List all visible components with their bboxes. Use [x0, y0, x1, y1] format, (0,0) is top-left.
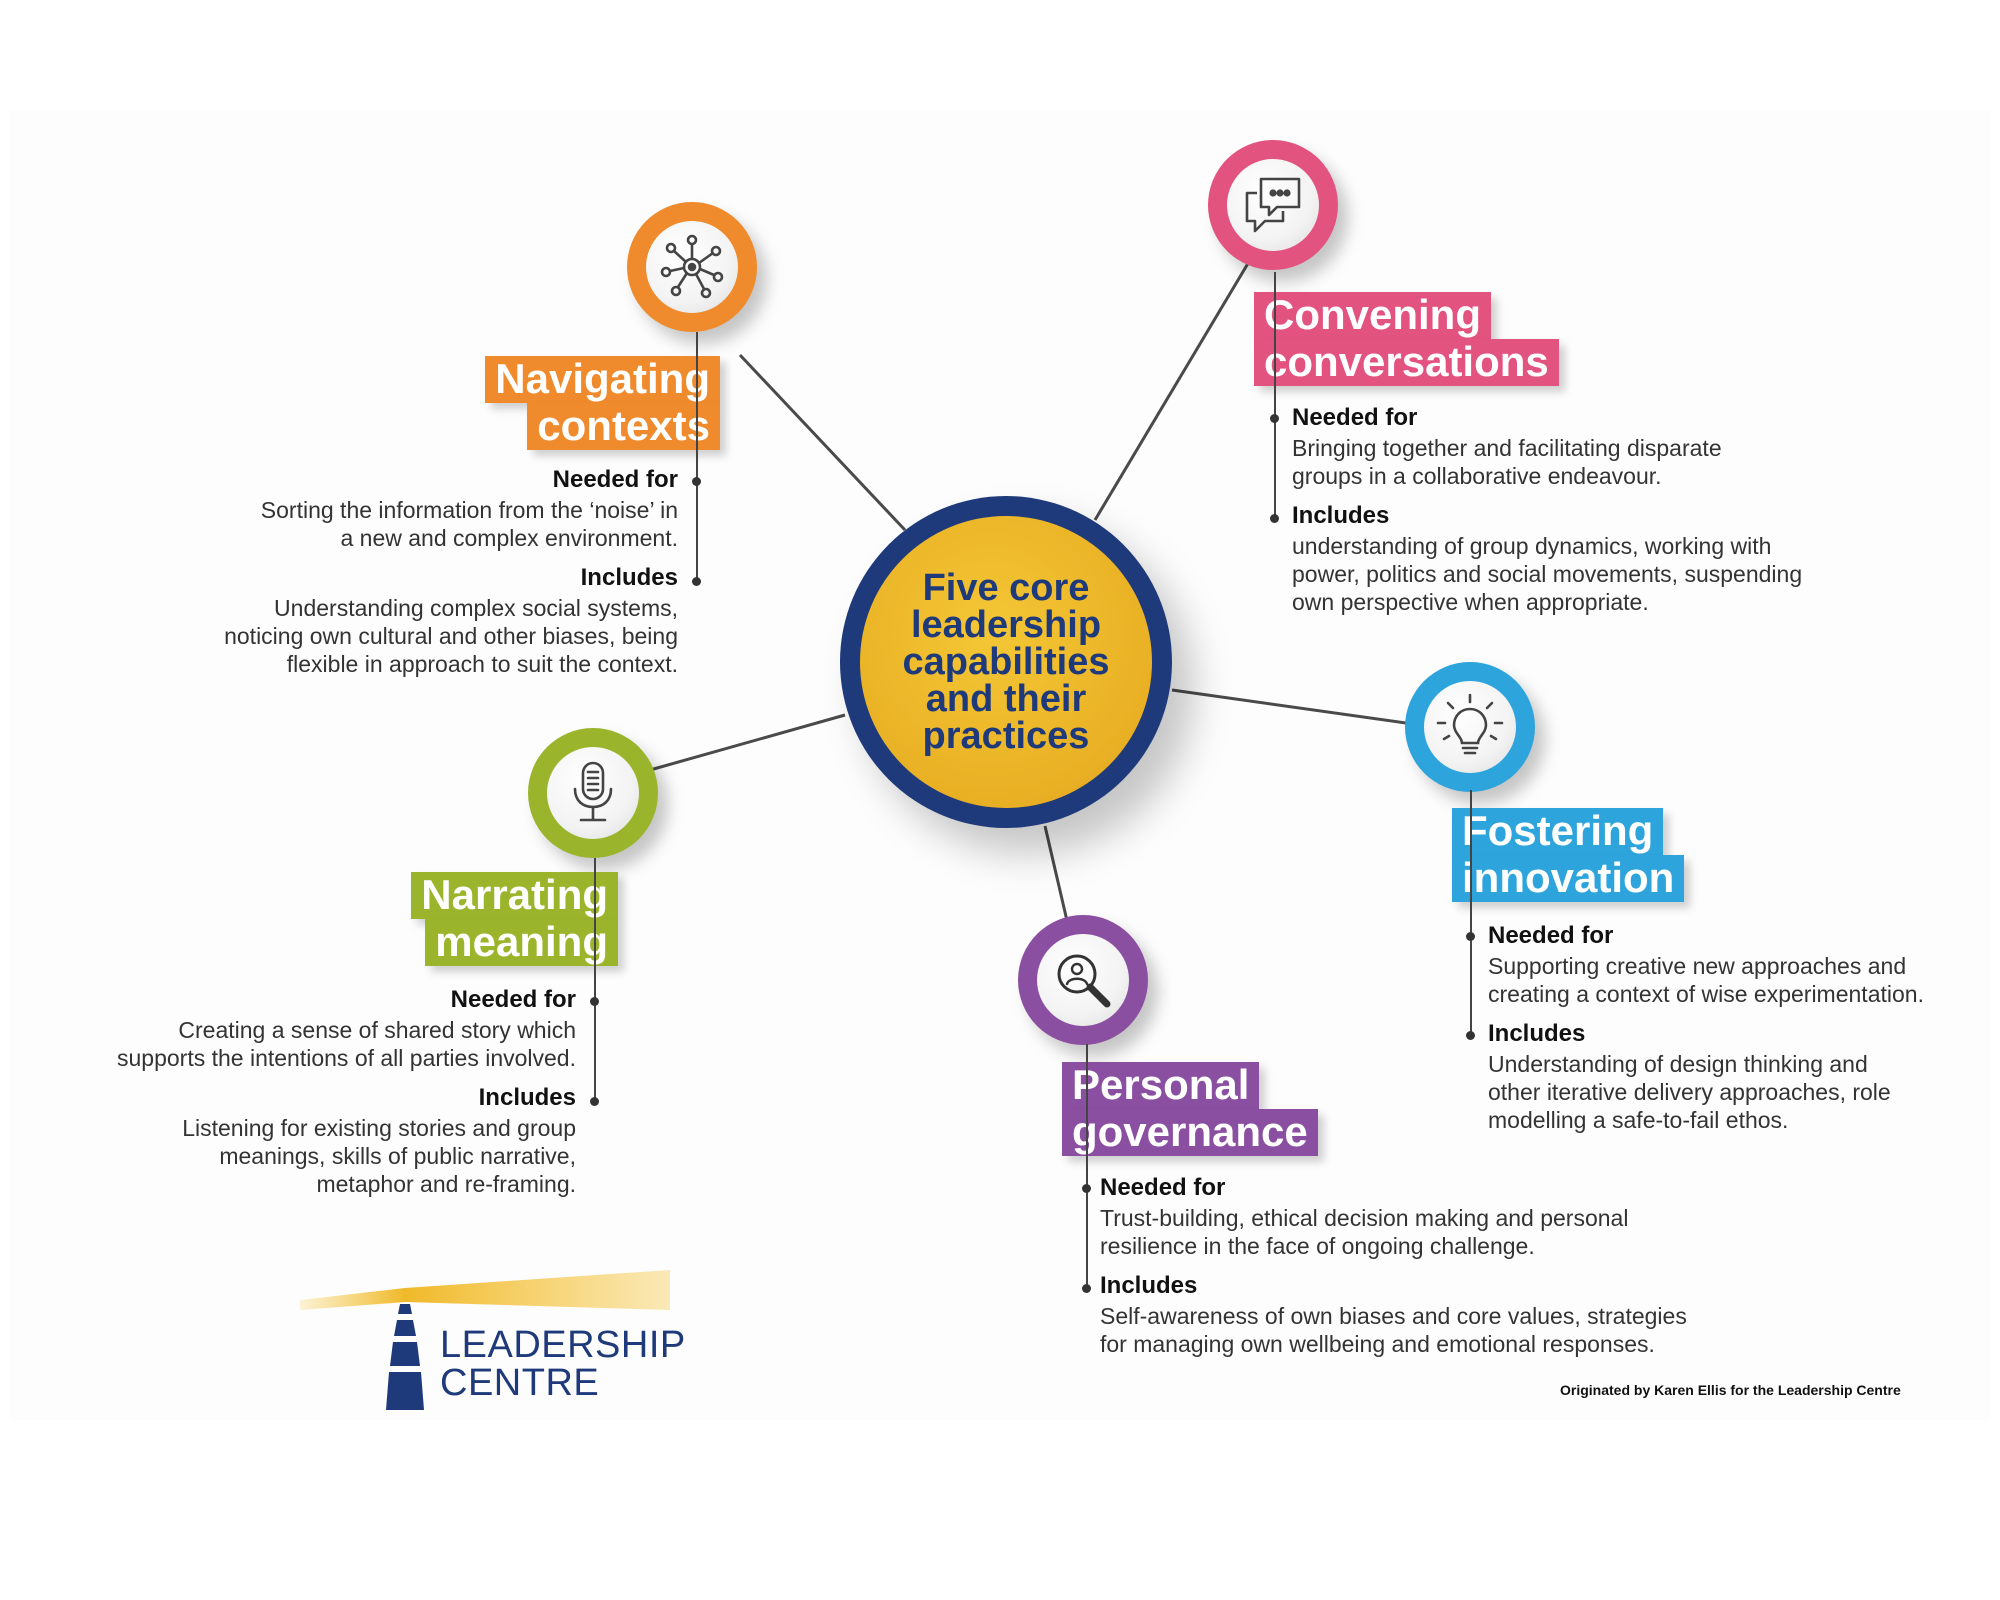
link-convening [1093, 259, 1252, 521]
fostering-dot-needed [1466, 932, 1475, 941]
convening-description: Needed for Bringing together and facilit… [1292, 404, 1812, 616]
narrating-title: Narrating meaning [372, 872, 618, 966]
logo-line1: LEADERSHIP [440, 1324, 686, 1366]
narrating-includes-label: Includes [478, 1084, 576, 1111]
link-navigating [738, 353, 907, 532]
convening-rail [1274, 272, 1276, 520]
personal-includes-text: Self-awareness of own biases and core va… [1100, 1303, 1687, 1357]
navigating-needed-label: Needed for [552, 466, 678, 493]
navigating-includes-label: Includes [580, 564, 678, 591]
link-narrating [649, 713, 846, 772]
fostering-description: Needed for Supporting creative new appro… [1488, 922, 1968, 1134]
convening-needed-label: Needed for [1292, 404, 1418, 431]
convening-dot-includes [1270, 514, 1279, 523]
personal-dot-needed [1082, 1184, 1091, 1193]
navigating-dot-needed [692, 477, 701, 486]
personal-includes-label: Includes [1100, 1272, 1198, 1299]
narrating-rail [594, 858, 596, 1102]
personal-node [1018, 915, 1148, 1045]
network-icon [660, 234, 724, 299]
narrating-includes-text: Listening for existing stories and group… [182, 1115, 576, 1197]
personal-needed-label: Needed for [1100, 1174, 1226, 1201]
personal-needed-text: Trust-building, ethical decision making … [1100, 1205, 1629, 1259]
navigating-dot-includes [692, 577, 701, 586]
lightbulb-icon [1436, 693, 1504, 755]
convening-includes-label: Includes [1292, 502, 1390, 529]
fostering-dot-includes [1466, 1031, 1475, 1040]
convening-needed-text: Bringing together and facilitating dispa… [1292, 435, 1722, 489]
narrating-title-line1: Narrating [411, 872, 618, 919]
personal-rail [1086, 1044, 1088, 1288]
leadership-centre-logo: LEADERSHIP CENTRE [300, 1270, 685, 1420]
narrating-dot-includes [590, 1097, 599, 1106]
convening-title-line2: conversations [1254, 339, 1559, 386]
personal-title-line2: governance [1062, 1109, 1318, 1156]
fostering-includes-label: Includes [1488, 1020, 1586, 1047]
lighthouse-icon [300, 1270, 670, 1410]
convening-dot-needed [1270, 414, 1279, 423]
fostering-needed-label: Needed for [1488, 922, 1614, 949]
central-hub: Five core leadership capabilities and th… [840, 496, 1172, 828]
narrating-needed-label: Needed for [450, 986, 576, 1013]
narrating-description: Needed for Creating a sense of shared st… [100, 986, 576, 1198]
navigating-node [627, 202, 757, 332]
chat-bubbles-icon [1245, 177, 1301, 233]
fostering-node [1405, 662, 1535, 792]
navigating-rail [696, 332, 698, 582]
link-personal [1043, 825, 1070, 926]
navigating-includes-text: Understanding complex social systems, no… [224, 595, 678, 677]
fostering-title-line1: Fostering [1452, 808, 1664, 855]
credit-text: Originated by Karen Ellis for the Leader… [1560, 1382, 1901, 1398]
navigating-description: Needed for Sorting the information from … [200, 466, 678, 678]
fostering-includes-text: Understanding of design thinking and oth… [1488, 1051, 1891, 1133]
navigating-title-line1: Navigating [485, 356, 720, 403]
personal-title-line1: Personal [1062, 1062, 1260, 1109]
navigating-needed-text: Sorting the information from the ‘noise’… [260, 497, 678, 551]
convening-title: Convening conversations [1254, 292, 1634, 386]
navigating-title: Navigating contexts [470, 356, 720, 450]
fostering-title-line2: innovation [1452, 855, 1685, 902]
link-fostering [1171, 688, 1421, 727]
narrating-title-line2: meaning [425, 919, 618, 966]
narrating-node [528, 728, 658, 858]
fostering-needed-text: Supporting creative new approaches and c… [1488, 953, 1924, 1007]
convening-node [1208, 140, 1338, 270]
logo-line2: CENTRE [440, 1362, 600, 1404]
fostering-title: Fostering innovation [1452, 808, 1772, 902]
narrating-needed-text: Creating a sense of shared story which s… [117, 1017, 576, 1071]
convening-includes-text: understanding of group dynamics, working… [1292, 533, 1803, 615]
hub-title: Five core leadership capabilities and th… [902, 566, 1110, 757]
microphone-icon [573, 761, 613, 822]
narrating-dot-needed [590, 997, 599, 1006]
magnifier-person-icon [1057, 954, 1111, 1008]
personal-title: Personal governance [1062, 1062, 1382, 1156]
navigating-title-line2: contexts [527, 403, 720, 450]
personal-dot-includes [1082, 1284, 1091, 1293]
fostering-rail [1470, 790, 1472, 1036]
convening-title-line1: Convening [1254, 292, 1491, 339]
personal-description: Needed for Trust-building, ethical decis… [1100, 1174, 1740, 1358]
